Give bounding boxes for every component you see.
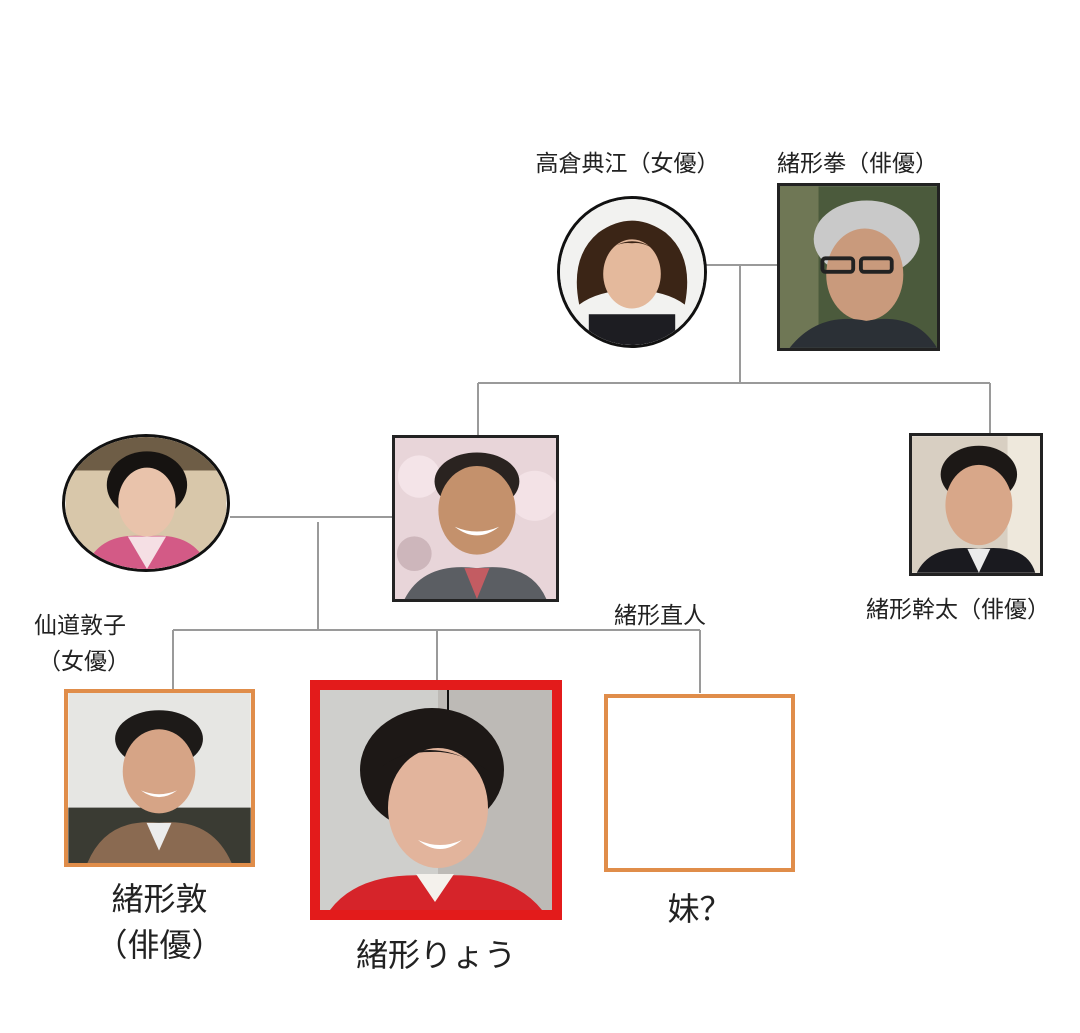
brother-role: （俳優） <box>95 926 224 964</box>
grandmother-name: 高倉典江（女優） <box>535 151 720 177</box>
brother-photo <box>64 689 255 867</box>
sister-photo-placeholder <box>604 694 795 872</box>
brother-name: 緒形敦 <box>111 880 208 918</box>
subject-name: 緒形りょう <box>355 936 516 974</box>
grandfather-photo <box>777 183 940 351</box>
father-name: 緒形直人 <box>614 603 706 629</box>
uncle-name: 緒形幹太（俳優） <box>866 597 1050 623</box>
subject-photo <box>310 680 562 920</box>
grandmother-photo <box>557 196 707 348</box>
mother-photo <box>62 434 230 572</box>
mother-name: 仙道敦子 <box>34 613 126 639</box>
mother-role: （女優） <box>38 649 130 675</box>
father-photo <box>392 435 559 602</box>
grandfather-name: 緒形拳（俳優） <box>777 151 938 177</box>
uncle-photo <box>909 433 1043 576</box>
sister-name: 妹？ <box>667 890 732 928</box>
